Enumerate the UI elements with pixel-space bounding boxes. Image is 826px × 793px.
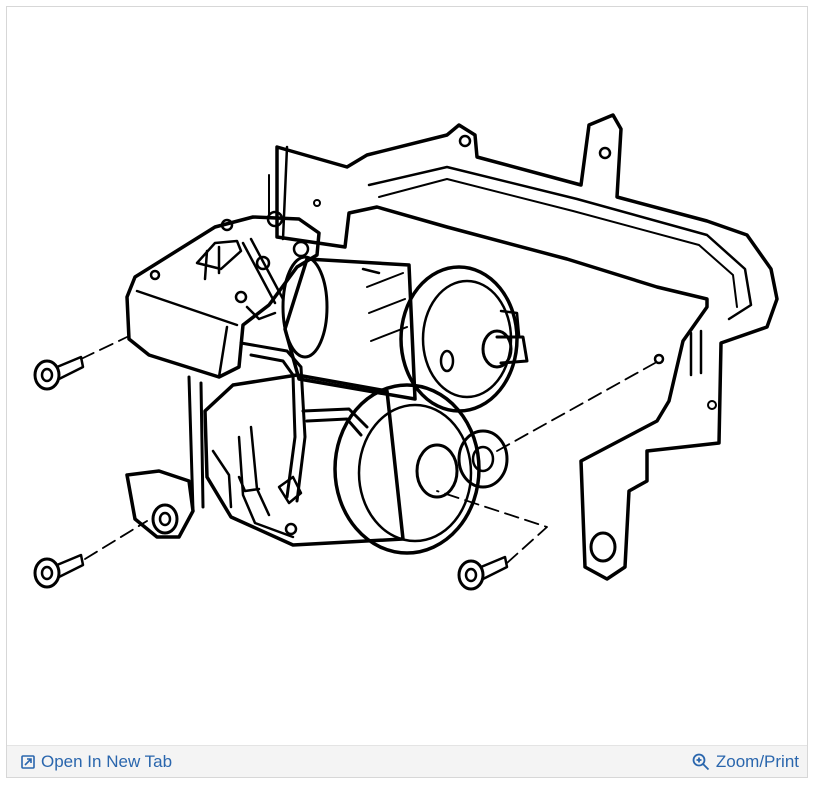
bolt-upper-left xyxy=(33,355,85,391)
manifold-block xyxy=(125,210,321,379)
compressor-cylinder xyxy=(203,373,509,555)
air-tubes xyxy=(237,341,369,503)
open-in-new-tab-label: Open In New Tab xyxy=(41,752,173,771)
compressor-motor xyxy=(281,255,529,413)
open-new-tab-icon xyxy=(21,755,35,769)
image-viewer-frame: Open In New Tab Zoom/Print xyxy=(6,6,808,778)
lower-mounting-foot xyxy=(125,375,205,539)
open-in-new-tab-link[interactable]: Open In New Tab xyxy=(21,752,172,772)
image-toolbar: Open In New Tab Zoom/Print xyxy=(7,745,807,777)
bolt-lower-left xyxy=(33,553,85,589)
air-compressor-bracket-diagram xyxy=(33,113,779,591)
alignment-lines xyxy=(80,336,656,564)
zoom-print-link[interactable]: Zoom/Print xyxy=(692,752,799,772)
mounting-bracket xyxy=(268,113,779,581)
zoom-print-label: Zoom/Print xyxy=(715,752,799,771)
bolt-lower-center xyxy=(457,555,509,591)
magnifier-plus-icon xyxy=(692,753,710,771)
